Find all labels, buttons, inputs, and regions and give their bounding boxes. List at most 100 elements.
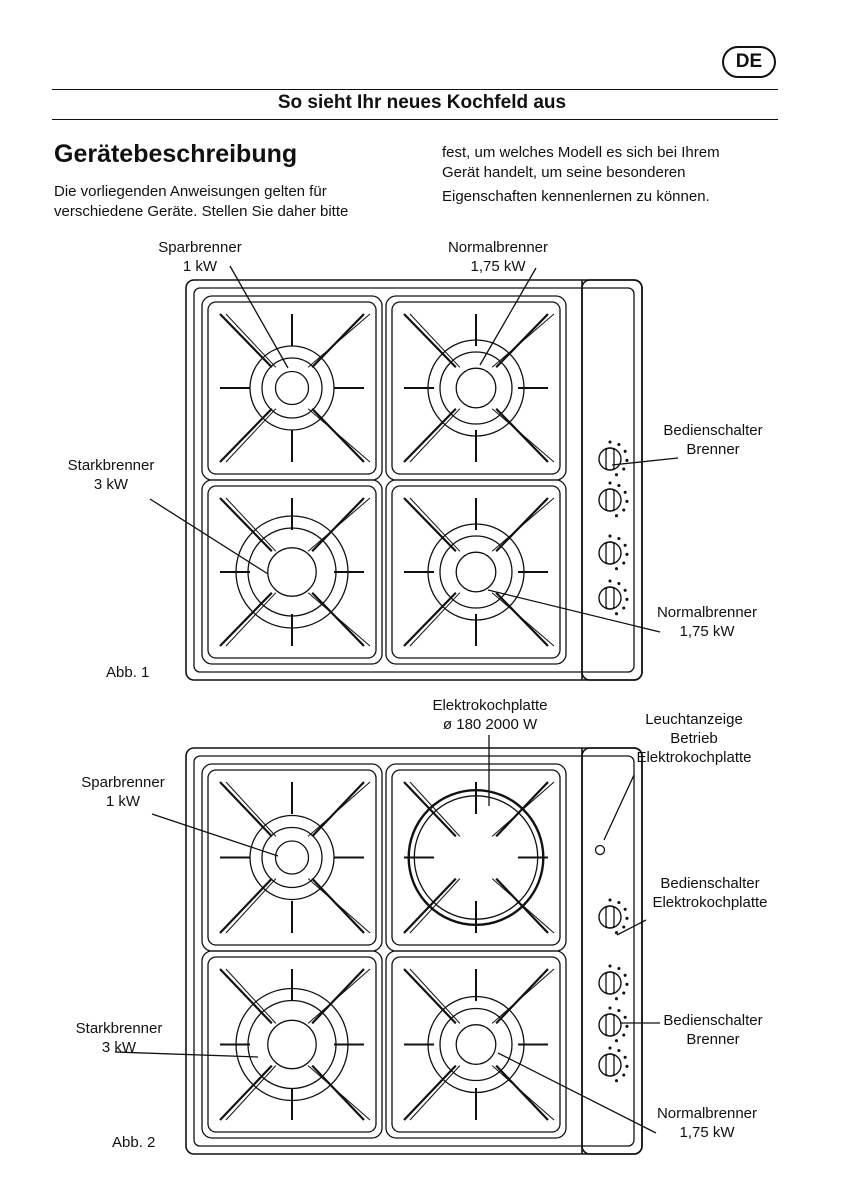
knob-tick [623, 588, 627, 592]
grate-arm-edge [307, 968, 371, 1024]
knob-tick [608, 579, 612, 583]
knob-tick [623, 543, 627, 547]
knob-tick [617, 581, 621, 586]
grate-arm-edge [307, 781, 371, 837]
burner-cap [455, 367, 497, 409]
header-rule-top [52, 89, 778, 90]
grate-frame [201, 950, 383, 1139]
grate-arm [219, 1064, 273, 1121]
label-leuchtanzeige: Leuchtanzeige Betrieb Elektrokochplatte [622, 710, 766, 767]
knob-tick [608, 964, 612, 968]
grate-arm [495, 313, 549, 369]
label-line: Bedienschalter [660, 875, 760, 892]
grate-arm [219, 313, 273, 369]
grate-arm-edge [225, 1065, 277, 1121]
label-bedienschalter-elektro: Bedienschalter Elektrokochplatte [640, 874, 780, 912]
label-normalbrenner-1-top: Normalbrenner 1,75 kW [436, 238, 560, 276]
leader-line [603, 774, 635, 841]
label-line: Normalbrenner [656, 604, 758, 621]
grate-frame-inner [391, 485, 561, 659]
leader-line [479, 267, 537, 366]
grate-frame-inner [207, 956, 377, 1133]
grate-arm-edge [409, 781, 461, 837]
label-normalbrenner-1-bottom: Normalbrenner 1,75 kW [644, 603, 770, 641]
burner-ring [247, 999, 337, 1090]
knob-tick [625, 916, 629, 920]
grate-arm-edge [409, 408, 461, 463]
label-line: ø 180 2000 W [442, 716, 538, 733]
leader-line [611, 457, 679, 466]
grate-arm [311, 968, 365, 1025]
knob-tick [623, 907, 627, 911]
leader-line [616, 919, 647, 936]
label-line: Starkbrenner [75, 1020, 163, 1037]
knob-tick [617, 900, 621, 905]
grate-arm-edge [409, 1065, 461, 1121]
knob-tick [608, 1046, 612, 1050]
burner-ring-outer [249, 814, 335, 901]
label-line: Elektrokochplatte [652, 894, 768, 911]
knob-tick [623, 490, 627, 494]
burner-ring-outer [427, 995, 525, 1094]
burner-cap [267, 1019, 317, 1070]
knob-tick [623, 449, 627, 453]
control-knob [598, 541, 622, 565]
grate-frame-inner [391, 956, 561, 1133]
grate-arm-edge [307, 592, 371, 647]
grate-arm-edge [225, 878, 277, 934]
grate-arm-edge [409, 968, 461, 1024]
control-panel [581, 747, 643, 1155]
intro-left-line: Die vorliegenden Anweisungen gelten für [54, 183, 327, 200]
control-knob-grip [605, 1013, 615, 1037]
language-badge: DE [722, 46, 776, 78]
label-line: 1 kW [105, 793, 141, 810]
label-line: Leuchtanzeige [645, 711, 743, 728]
grate-arm [495, 497, 549, 553]
grate-arm-edge [225, 592, 277, 647]
knob-tick [625, 982, 629, 986]
control-knob-grip [605, 447, 615, 471]
grate-arm [219, 781, 273, 838]
knob-tick [608, 898, 612, 902]
knob-tick [608, 534, 612, 538]
grate-arm-edge [409, 497, 461, 552]
label-line: 3 kW [93, 476, 129, 493]
burner-ring [439, 1007, 513, 1082]
knob-tick [614, 567, 619, 571]
electric-plate [407, 788, 545, 927]
label-line: Bedienschalter [663, 422, 763, 439]
leader-line [487, 589, 661, 633]
control-knob [598, 488, 622, 512]
grate-arm [219, 497, 273, 553]
grate-arm-edge [491, 968, 555, 1024]
indicator-light [594, 844, 606, 856]
grate-arm-edge [409, 313, 461, 368]
grate-arm-edge [225, 313, 277, 368]
burner-ring [439, 351, 513, 425]
knob-tick [617, 1048, 621, 1053]
knob-tick [622, 606, 626, 610]
grate-arm [403, 968, 457, 1025]
burner-cap [274, 840, 310, 875]
grate-arm-edge [307, 497, 371, 552]
knob-tick [622, 1033, 626, 1037]
grate-arm [403, 407, 457, 463]
label-line: 3 kW [101, 1039, 137, 1056]
knob-tick [614, 612, 619, 616]
burner-cap [455, 551, 497, 593]
knob-tick [625, 1024, 629, 1028]
control-knob [598, 586, 622, 610]
control-knob [598, 447, 622, 471]
grate-frame [385, 950, 567, 1139]
grate-frame-inner [391, 301, 561, 475]
label-elektrokochplatte: Elektrokochplatte ø 180 2000 W [420, 696, 560, 734]
knob-tick [614, 1039, 619, 1043]
grate-arm-edge [409, 592, 461, 647]
intro-right-line: Eigenschaften kennenlernen zu können. [442, 188, 710, 205]
grate-arm [403, 591, 457, 647]
leader-line [149, 498, 269, 575]
label-sparbrenner-2: Sparbrenner 1 kW [68, 773, 178, 811]
burner-cap [267, 547, 317, 597]
label-starkbrenner-2: Starkbrenner 3 kW [64, 1019, 174, 1057]
